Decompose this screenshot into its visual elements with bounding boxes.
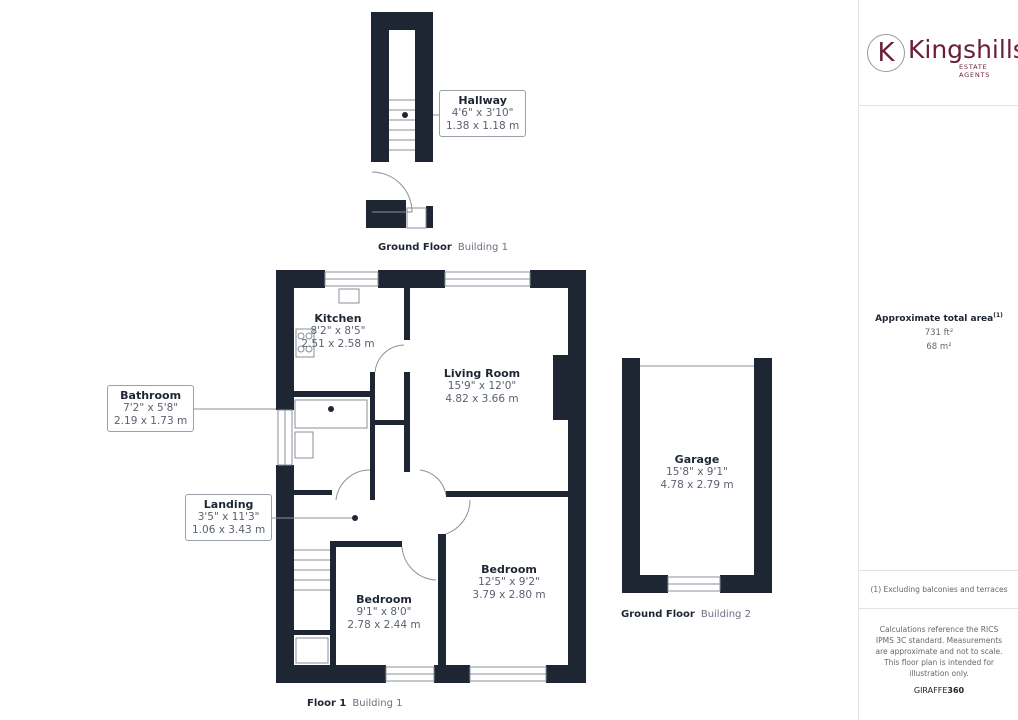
- room-metric: 3.79 x 2.80 m: [472, 589, 546, 601]
- brand-name: Kingshills: [908, 35, 1018, 64]
- room-label-hallway: Hallway 4'6" x 3'10" 1.38 x 1.18 m: [439, 90, 527, 137]
- brand-tagline: ESTATE AGENTS: [959, 63, 991, 79]
- room-metric: 4.82 x 3.66 m: [445, 393, 519, 405]
- room-imperial: 7'2" x 5'8": [123, 402, 179, 414]
- room-imperial: 15'9" x 12'0": [447, 380, 517, 392]
- room-metric: 2.19 x 1.73 m: [114, 415, 188, 427]
- brand-logo: K Kingshills ESTATE AGENTS: [867, 34, 1018, 79]
- room-name: Living Room: [443, 367, 521, 380]
- room-label-living-room: Living Room 15'9" x 12'0" 4.82 x 3.66 m: [444, 367, 520, 406]
- info-panel: K Kingshills ESTATE AGENTS Approximate t…: [858, 0, 1018, 720]
- floor-name: Ground Floor: [621, 609, 695, 620]
- divider: [859, 608, 1018, 609]
- room-imperial: 3'5" x 11'3": [197, 511, 260, 523]
- fixtures: [183, 99, 754, 682]
- room-imperial: 9'1" x 8'0": [356, 606, 412, 618]
- credit-text: GIRAFFE: [913, 686, 948, 695]
- floor-caption-floor1-building-1: Floor 1 Building 1: [307, 698, 402, 709]
- room-metric: 2.51 x 2.58 m: [301, 338, 375, 350]
- room-name: Garage: [674, 453, 720, 466]
- room-name: Bathroom: [120, 389, 182, 402]
- logo-k-circle: K: [867, 34, 905, 72]
- room-imperial: 4'6" x 3'10": [451, 107, 514, 119]
- room-metric: 1.06 x 3.43 m: [192, 524, 266, 536]
- floor-name: Ground Floor: [378, 242, 452, 253]
- room-name: Bedroom: [356, 593, 412, 606]
- room-label-bathroom: Bathroom 7'2" x 5'8" 2.19 x 1.73 m: [107, 385, 195, 432]
- footnote: (1) Excluding balconies and terraces: [870, 585, 1008, 594]
- room-imperial: 12'5" x 9'2": [478, 576, 540, 588]
- building-name: Building 2: [700, 609, 751, 620]
- area-m: 68 m²: [926, 342, 952, 352]
- room-imperial: 15'8" x 9'1": [666, 466, 728, 478]
- building-name: Building 1: [457, 242, 508, 253]
- room-metric: 1.38 x 1.18 m: [446, 120, 520, 132]
- room-label-bedroom-1: Bedroom 9'1" x 8'0" 2.78 x 2.44 m: [347, 593, 420, 632]
- room-label-landing: Landing 3'5" x 11'3" 1.06 x 3.43 m: [185, 494, 273, 541]
- room-label-kitchen: Kitchen 8'2" x 8'5" 2.51 x 2.58 m: [301, 312, 374, 351]
- room-metric: 4.78 x 2.79 m: [660, 479, 734, 491]
- room-label-garage: Garage 15'8" x 9'1" 4.78 x 2.79 m: [660, 453, 733, 492]
- floor-caption-ground-building-1: Ground Floor Building 1: [378, 242, 508, 253]
- room-imperial: 8'2" x 8'5": [310, 325, 366, 337]
- building-name: Building 1: [352, 698, 403, 709]
- floor-name: Floor 1: [307, 698, 347, 709]
- divider: [859, 105, 1018, 106]
- room-metric: 2.78 x 2.44 m: [347, 619, 421, 631]
- area-ft: 731 ft²: [924, 328, 954, 338]
- area-note-ref: (1): [993, 312, 1003, 319]
- room-name: Hallway: [458, 94, 507, 107]
- credit-number: 360: [947, 686, 965, 695]
- room-name: Landing: [203, 498, 254, 511]
- walls: [276, 12, 772, 683]
- room-label-bedroom-2: Bedroom 12'5" x 9'2" 3.79 x 2.80 m: [472, 563, 545, 602]
- divider: [859, 570, 1018, 571]
- giraffe360-credit: GIRAFFE360: [859, 685, 1018, 697]
- room-name: Bedroom: [481, 563, 537, 576]
- area-heading: Approximate total area(1): [859, 310, 1018, 325]
- floor-caption-ground-building-2: Ground Floor Building 2: [621, 609, 751, 620]
- disclaimer: Calculations reference the RICS IPMS 3C …: [875, 625, 1003, 678]
- area-label: Approximate total area: [875, 314, 994, 324]
- room-name: Kitchen: [314, 312, 362, 325]
